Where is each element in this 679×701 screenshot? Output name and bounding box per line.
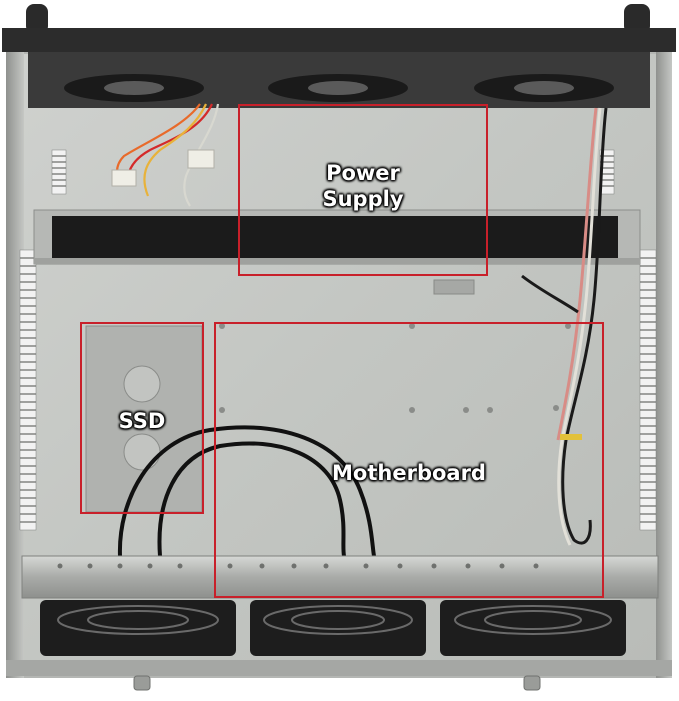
- bottom-edge: [6, 660, 672, 676]
- ssd-plate-hole-1: [123, 365, 161, 403]
- motherboard-standoffs: [219, 323, 571, 413]
- left-handle: [26, 4, 48, 34]
- upper-brace-foam: [52, 216, 618, 258]
- ssd-region: [80, 322, 204, 514]
- ssd-label: SSD: [80, 408, 204, 434]
- lower-rail: [21, 555, 659, 599]
- ssd-label-line-1: SSD: [118, 409, 166, 433]
- black-cable-loop: [117, 425, 376, 557]
- right-vent-slots: [600, 155, 656, 523]
- left-vent-slots: [20, 155, 66, 523]
- motherboard-region: [214, 322, 604, 598]
- right-vents: [599, 149, 657, 531]
- upper-brace-lip: [34, 258, 640, 264]
- top-fans: [64, 74, 614, 102]
- motherboard-label: Motherboard: [214, 460, 604, 486]
- left-foot: [133, 675, 151, 691]
- motherboard-label-line-1: Motherboard: [332, 461, 486, 485]
- molex-connector: [187, 149, 215, 169]
- right-wire-bundle: [521, 107, 608, 546]
- ssd-plate: [85, 325, 203, 513]
- power-supply-label-line-2: Supply: [322, 187, 404, 211]
- power-supply-label-line-1: Power: [326, 161, 400, 185]
- left-wall: [6, 50, 24, 678]
- lower-rail-screws: [57, 563, 539, 569]
- molex-connector-2: [111, 169, 137, 187]
- power-supply-region: [238, 104, 488, 276]
- right-foot: [523, 675, 541, 691]
- top-frame: [2, 28, 676, 52]
- cable-tie: [560, 434, 582, 440]
- bracket-tab: [433, 279, 475, 295]
- right-handle: [624, 4, 650, 34]
- power-supply-label: Power Supply: [238, 160, 488, 212]
- right-wall: [656, 50, 672, 678]
- bottom-fans: [40, 600, 626, 656]
- left-vents: [19, 149, 67, 531]
